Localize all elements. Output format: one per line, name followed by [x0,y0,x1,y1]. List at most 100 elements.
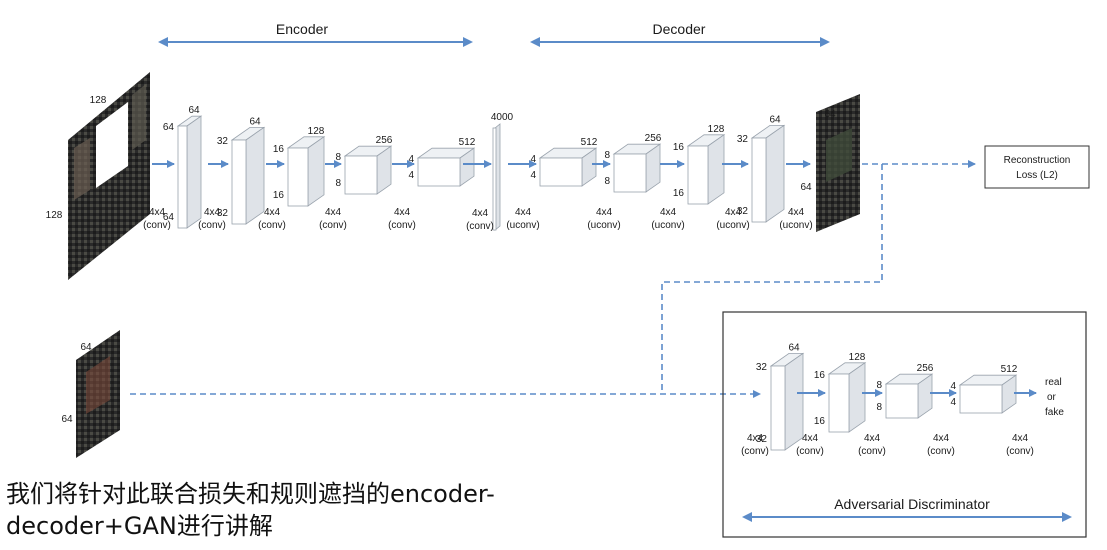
op-label: 4x4 [596,207,613,218]
channels-label: 512 [1001,364,1018,375]
dim-a-label: 4 [950,381,956,392]
dim-a-label: 32 [756,362,768,373]
bottleneck-size: 4000 [491,112,514,123]
channels-label: 512 [581,137,598,148]
dim-a-label: 16 [814,370,826,381]
op-kind-label: (conv) [198,220,226,231]
op-kind-label: (conv) [796,446,824,457]
real-width-label: 64 [61,414,73,425]
decoder-title: Decoder [653,21,706,37]
channels-label: 512 [459,137,476,148]
encoder-blocks: 6464644x4(conv)3264324x4(conv)16128164x4… [143,105,492,231]
dim-c-label: 8 [876,402,882,413]
op-kind-label: (uconv) [506,220,539,231]
reconstruction-loss-box: Reconstruction Loss (L2) [984,145,1090,189]
op-kind-label: (conv) [741,446,769,457]
op-kind-label: (conv) [143,220,171,231]
dim-a-label: 8 [335,152,341,163]
loss-label-line1: Reconstruction [1004,155,1071,166]
decoder-block: 16 128 16 [673,124,726,205]
dim-a-label: 16 [273,144,285,155]
encoder-title: Encoder [276,21,328,37]
dim-c-label: 16 [673,188,685,199]
op-label: 4x4 [204,207,221,218]
channels-label: 128 [708,124,725,135]
op-kind-label: (conv) [1006,446,1034,457]
bottleneck-op: 4x4 [472,208,489,219]
dim-c-label: 8 [335,178,341,189]
dim-c-label: 4 [950,397,956,408]
dim-c-label: 32 [737,206,749,217]
channels-label: 256 [917,363,934,374]
op-kind-label: (conv) [858,446,886,457]
discriminator-blocks: 326432161281682568451244x4(conv)4x4(conv… [741,342,1037,457]
channels-label: 256 [645,133,662,144]
op-label: 4x4 [1012,433,1029,444]
dim-c-label: 64 [163,212,175,223]
op-label: 4x4 [149,207,166,218]
encoder-block: 32 64 32 [217,116,266,225]
op-label: 4x4 [788,207,805,218]
op-kind-label: (uconv) [651,220,684,231]
dim-c-label: 32 [217,208,229,219]
output-width-label: 64 [800,182,812,193]
encoder-block: 8 256 8 [335,135,393,195]
discriminator-panel: Adversarial Discriminator [722,311,1087,538]
dim-a-label: 4 [530,154,536,165]
dim-a-label: 64 [163,122,175,133]
discriminator-block: 16 128 16 [814,352,867,433]
real-image: 64 64 [61,330,120,458]
bottleneck-kind: (conv) [466,221,494,232]
input-width-label: 128 [46,210,63,221]
dim-c-label: 8 [604,176,610,187]
op-label: 4x4 [725,207,742,218]
discriminator-frame [722,311,1087,538]
discriminator-block: 32 64 32 [756,342,805,451]
op-label: 4x4 [660,207,677,218]
op-kind-label: (conv) [258,220,286,231]
op-label: 4x4 [802,433,819,444]
channels-label: 64 [788,342,800,353]
output-image: 64 64 [800,94,860,232]
op-label: 4x4 [747,433,764,444]
dim-a-label: 16 [673,142,685,153]
caption-text: 我们将针对此联合损失和规则遮挡的encoder- decoder+GAN进行讲解 [6,480,495,540]
op-kind-label: (uconv) [716,220,749,231]
channels-label: 256 [376,135,393,146]
discriminator-block: 4 512 4 [950,364,1018,414]
op-kind-label: (conv) [388,220,416,231]
channels-label: 128 [308,126,325,137]
op-kind-label: (uconv) [779,220,812,231]
real-or-fake-output: real or fake [1045,377,1064,418]
channels-label: 64 [769,114,781,125]
decoder-blocks: 451248256816128163264324x4(uconv)4x4(uco… [506,114,812,231]
dim-c-label: 32 [756,434,768,445]
op-label: 4x4 [515,207,532,218]
op-label: 4x4 [864,433,881,444]
encoder-block: 64 64 64 [163,105,203,229]
input-height-label: 128 [90,95,107,106]
dim-c-label: 4 [408,170,414,181]
channels-label: 128 [849,352,866,363]
channels-label: 64 [188,105,200,116]
loss-label-line2: Loss (L2) [1016,170,1058,181]
output-or: or [1047,392,1057,403]
dim-a-label: 4 [408,154,414,165]
output-real: real [1045,377,1062,388]
mask-region [96,102,128,188]
bottleneck-layer: 4000 4x4 (conv) [466,112,513,232]
fake-route-dashed [661,164,883,394]
dim-c-label: 16 [814,416,826,427]
encoder-block: 16 128 16 [273,126,326,207]
encoder-block: 4 512 4 [408,137,476,187]
op-kind-label: (uconv) [587,220,620,231]
channels-label: 64 [249,116,261,127]
dim-c-label: 16 [273,190,285,201]
encoder-header: Encoder [158,21,473,47]
dim-a-label: 32 [217,136,229,147]
